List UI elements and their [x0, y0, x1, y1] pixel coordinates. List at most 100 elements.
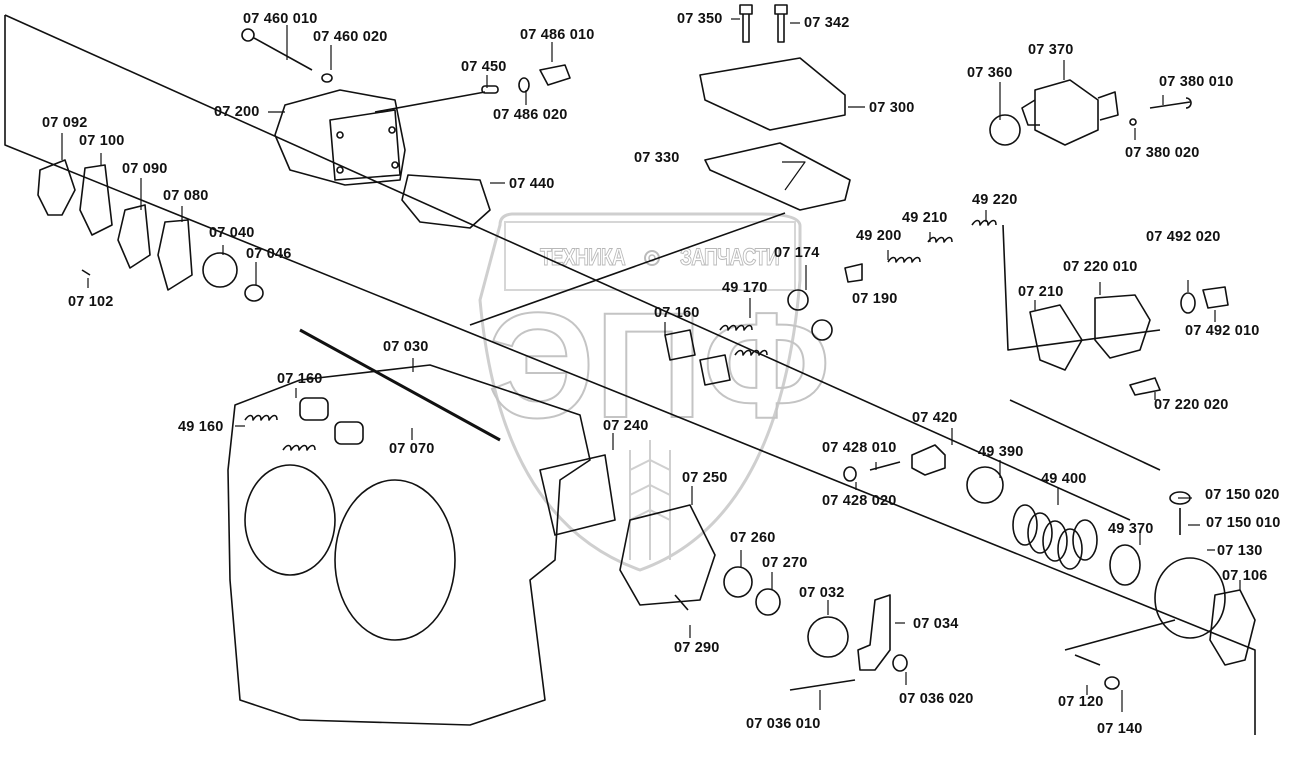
label-49-370[interactable]: 49 370	[1108, 521, 1154, 537]
axis-line-right	[1009, 399, 1161, 471]
label-07-486-020[interactable]: 07 486 020	[493, 107, 568, 123]
label-07-330[interactable]: 07 330	[634, 150, 680, 166]
axis-line-main	[4, 15, 1256, 735]
label-49-400[interactable]: 49 400	[1041, 471, 1087, 487]
label-07-120[interactable]: 07 120	[1058, 694, 1104, 710]
label-07-210[interactable]: 07 210	[1018, 284, 1064, 300]
part-49-160-spring	[244, 414, 278, 421]
part-07-080-plate	[157, 219, 193, 291]
part-07-210-gasket	[1029, 304, 1083, 371]
label-07-174[interactable]: 07 174	[774, 245, 820, 261]
part-07-380-020-washer	[1129, 118, 1137, 126]
label-07-034[interactable]: 07 034	[913, 616, 959, 632]
part-07-160-piston-lower	[299, 397, 329, 421]
part-07-250-cover	[619, 504, 716, 606]
label-07-102[interactable]: 07 102	[68, 294, 114, 310]
label-07-360[interactable]: 07 360	[967, 65, 1013, 81]
part-07-140-ball	[1104, 676, 1120, 690]
part-07-450-pin	[481, 85, 499, 94]
part-07-240-gasket	[539, 454, 616, 536]
label-07-046[interactable]: 07 046	[246, 246, 292, 262]
part-07-492-020-ring	[1180, 292, 1196, 314]
part-07-486-020-oring	[518, 77, 530, 93]
label-07-150-020[interactable]: 07 150 020	[1205, 487, 1280, 503]
label-07-200[interactable]: 07 200	[214, 104, 260, 120]
label-07-036-010[interactable]: 07 036 010	[746, 716, 821, 732]
part-07-342-bolt	[774, 4, 788, 43]
label-07-080[interactable]: 07 080	[163, 188, 209, 204]
part-07-090-plate	[117, 204, 151, 269]
label-07-420[interactable]: 07 420	[912, 410, 958, 426]
part-07-102-pin	[81, 269, 91, 276]
label-07-140[interactable]: 07 140	[1097, 721, 1143, 737]
label-49-200[interactable]: 49 200	[856, 228, 902, 244]
part-07-106-plate	[1209, 589, 1256, 666]
part-07-270-bearing	[755, 588, 781, 616]
label-07-270[interactable]: 07 270	[762, 555, 808, 571]
label-07-190[interactable]: 07 190	[852, 291, 898, 307]
label-07-040[interactable]: 07 040	[209, 225, 255, 241]
label-07-220-020[interactable]: 07 220 020	[1154, 397, 1229, 413]
label-07-350[interactable]: 07 350	[677, 11, 723, 27]
part-07-174-cap	[787, 289, 809, 311]
part-07-092-plate	[37, 159, 76, 216]
label-07-160-lower[interactable]: 07 160	[277, 371, 323, 387]
label-49-210[interactable]: 49 210	[902, 210, 948, 226]
label-07-250[interactable]: 07 250	[682, 470, 728, 486]
label-07-220-010[interactable]: 07 220 010	[1063, 259, 1138, 275]
label-07-030[interactable]: 07 030	[383, 339, 429, 355]
label-07-092[interactable]: 07 092	[42, 115, 88, 131]
label-49-170[interactable]: 49 170	[722, 280, 768, 296]
part-07-350-bolt	[739, 4, 753, 43]
label-07-440[interactable]: 07 440	[509, 176, 555, 192]
part-07-260-seal	[723, 566, 753, 598]
label-07-300[interactable]: 07 300	[869, 100, 915, 116]
part-07-040-ring	[202, 252, 238, 288]
part-07-370-unit	[1021, 79, 1119, 146]
label-07-460-010[interactable]: 07 460 010	[243, 11, 318, 27]
label-07-460-020[interactable]: 07 460 020	[313, 29, 388, 45]
label-49-390[interactable]: 49 390	[978, 444, 1024, 460]
label-07-290[interactable]: 07 290	[674, 640, 720, 656]
label-07-260[interactable]: 07 260	[730, 530, 776, 546]
part-07-120-spring	[1064, 619, 1176, 666]
label-07-160-upper[interactable]: 07 160	[654, 305, 700, 321]
label-07-070[interactable]: 07 070	[389, 441, 435, 457]
label-07-428-010[interactable]: 07 428 010	[822, 440, 897, 456]
part-07-200-housing	[274, 89, 406, 186]
label-07-380-020[interactable]: 07 380 020	[1125, 145, 1200, 161]
part-07-034-lever	[857, 594, 891, 671]
label-07-342[interactable]: 07 342	[804, 15, 850, 31]
label-07-106[interactable]: 07 106	[1222, 568, 1268, 584]
label-07-450[interactable]: 07 450	[461, 59, 507, 75]
label-07-090[interactable]: 07 090	[122, 161, 168, 177]
part-07-160-piston-upper	[664, 329, 696, 361]
label-49-160[interactable]: 49 160	[178, 419, 224, 435]
label-07-486-010[interactable]: 07 486 010	[520, 27, 595, 43]
label-07-428-020[interactable]: 07 428 020	[822, 493, 897, 509]
part-07-036-010-bolt	[789, 679, 856, 691]
watermark-building-icon	[629, 440, 671, 560]
label-07-240[interactable]: 07 240	[603, 418, 649, 434]
label-07-370[interactable]: 07 370	[1028, 42, 1074, 58]
label-07-492-010[interactable]: 07 492 010	[1185, 323, 1260, 339]
part-07-440-gasket	[401, 174, 491, 229]
part-07-330-gasket	[704, 142, 851, 211]
part-07-220-020-bolt	[1129, 377, 1161, 396]
part-07-492-010-plug	[1202, 286, 1229, 309]
part-07-032-roller	[807, 616, 849, 658]
label-07-100[interactable]: 07 100	[79, 133, 125, 149]
label-07-036-020[interactable]: 07 036 020	[899, 691, 974, 707]
label-07-150-010[interactable]: 07 150 010	[1206, 515, 1281, 531]
label-07-130[interactable]: 07 130	[1217, 543, 1263, 559]
label-07-380-010[interactable]: 07 380 010	[1159, 74, 1234, 90]
label-07-492-020[interactable]: 07 492 020	[1146, 229, 1221, 245]
part-07-290-bolt	[674, 594, 689, 611]
part-07-428-010-screw	[869, 461, 901, 471]
label-07-032[interactable]: 07 032	[799, 585, 845, 601]
label-49-220[interactable]: 49 220	[972, 192, 1018, 208]
part-07-486-010-switch	[539, 64, 571, 86]
